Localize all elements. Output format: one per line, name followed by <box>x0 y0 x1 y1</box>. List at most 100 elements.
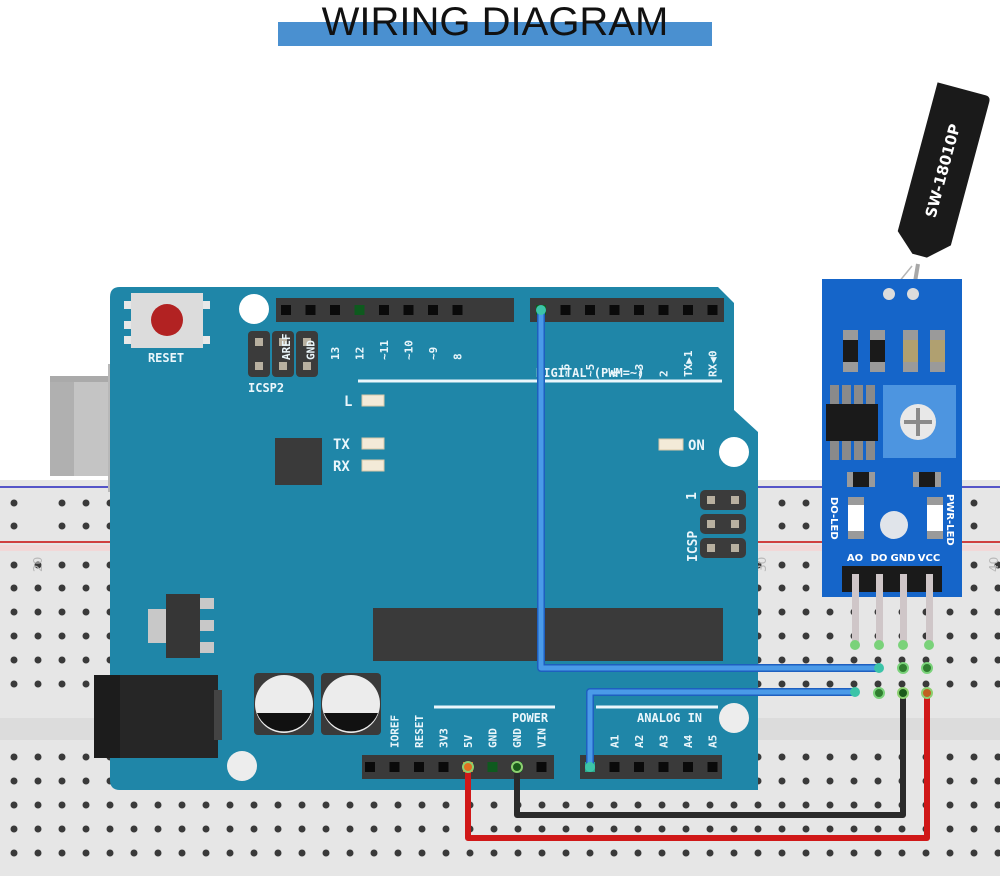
header-label: ~11 <box>378 340 391 360</box>
breadboard-hole <box>802 522 810 530</box>
breadboard-hole <box>10 777 18 785</box>
breadboard-hole <box>514 849 522 857</box>
icsp-pin <box>707 544 715 552</box>
header-pin[interactable] <box>634 762 644 772</box>
header-pin[interactable] <box>389 762 400 772</box>
breadboard-hole <box>802 608 810 616</box>
breadboard-hole <box>82 632 90 640</box>
header-pin[interactable] <box>560 305 571 315</box>
wire-endpoint <box>536 305 546 315</box>
icsp2-pin <box>255 338 263 346</box>
header-pin[interactable] <box>707 762 718 772</box>
breadboard-hole <box>34 825 42 833</box>
breadboard-hole <box>970 522 978 530</box>
wire-d7-to-do[interactable] <box>538 310 879 671</box>
breadboard-hole <box>874 777 882 785</box>
header-label: RESET <box>413 715 426 748</box>
breadboard-hole <box>130 801 138 809</box>
breadboard-hole <box>10 656 18 664</box>
breadboard-hole <box>922 656 930 664</box>
breadboard-hole <box>826 777 834 785</box>
breadboard-hole <box>802 499 810 507</box>
sensor-pin[interactable] <box>852 574 859 644</box>
header-pin[interactable] <box>281 305 291 315</box>
sensor-pins <box>850 574 934 699</box>
header-pin[interactable] <box>414 762 424 772</box>
breadboard-hole <box>10 632 18 640</box>
sensor-pin[interactable] <box>926 574 933 644</box>
usb-chip <box>275 438 322 485</box>
header-pin[interactable] <box>658 762 669 772</box>
icsp2-col <box>248 331 270 377</box>
header-pin[interactable] <box>609 305 620 315</box>
header-pin[interactable] <box>379 305 389 315</box>
wire-5v[interactable] <box>465 693 930 841</box>
breadboard-hole <box>442 825 450 833</box>
wire-gnd[interactable] <box>514 693 906 818</box>
breadboard-hole <box>226 801 234 809</box>
header-pin[interactable] <box>354 305 365 315</box>
header-pin[interactable] <box>707 305 718 315</box>
header-pin[interactable] <box>452 305 463 315</box>
sensor-pin[interactable] <box>900 574 907 644</box>
header-pin[interactable] <box>365 762 375 772</box>
mounting-hole <box>239 294 269 324</box>
potentiometer[interactable] <box>883 385 956 458</box>
tilt-sensor-module: SW-18010P DO-LED PW <box>822 82 990 699</box>
breadboard-hole <box>10 584 18 592</box>
header-pin[interactable] <box>487 762 498 772</box>
reset-button[interactable] <box>124 293 210 348</box>
breadboard-hole <box>34 801 42 809</box>
breadboard-hole <box>802 801 810 809</box>
header-pin[interactable] <box>683 305 693 315</box>
breadboard-hole <box>82 499 90 507</box>
header-pin[interactable] <box>658 305 669 315</box>
smd-resistor <box>843 330 858 372</box>
breadboard-hole <box>778 801 786 809</box>
breadboard-hole <box>130 825 138 833</box>
title-banner: WIRING DIAGRAM <box>278 0 712 46</box>
breadboard-hole <box>778 584 786 592</box>
icsp-row <box>700 490 746 510</box>
header-label: ~6 <box>560 363 573 377</box>
breadboard-hole <box>946 849 954 857</box>
header-label: RX◀0 <box>707 351 720 378</box>
header-pin[interactable] <box>634 305 644 315</box>
breadboard-hole <box>898 656 906 664</box>
breadboard-hole <box>82 753 90 761</box>
breadboard-hole <box>394 801 402 809</box>
breadboard-hole <box>778 608 786 616</box>
icsp2-pin <box>279 362 287 370</box>
breadboard-hole <box>106 825 114 833</box>
header-pin[interactable] <box>305 305 316 315</box>
wire-a0-to-ao[interactable] <box>587 689 855 767</box>
header-pin[interactable] <box>428 305 438 315</box>
header-pin[interactable] <box>585 305 595 315</box>
header-pin[interactable] <box>536 762 547 772</box>
breadboard-hole <box>82 825 90 833</box>
header-label: A3 <box>658 735 671 748</box>
header-pin[interactable] <box>609 762 620 772</box>
breadboard-hole <box>874 801 882 809</box>
digital-header-left-pins <box>281 305 463 315</box>
wire-endpoint <box>921 687 933 699</box>
breadboard-hole <box>970 801 978 809</box>
breadboard-hole <box>850 753 858 761</box>
sensor-pin[interactable] <box>876 574 883 644</box>
jack-front <box>94 675 120 758</box>
breadboard-hole <box>10 849 18 857</box>
icsp-pin <box>731 496 739 504</box>
breadboard-hole <box>82 777 90 785</box>
breadboard-hole <box>58 499 66 507</box>
breadboard-hole <box>562 849 570 857</box>
header-pin[interactable] <box>403 305 414 315</box>
header-pin[interactable] <box>683 762 693 772</box>
header-label: A2 <box>633 735 646 748</box>
reset-cap[interactable] <box>151 304 183 336</box>
breadboard-hole <box>706 825 714 833</box>
header-pin[interactable] <box>438 762 449 772</box>
header-pin[interactable] <box>330 305 340 315</box>
atmega-chip <box>373 608 723 661</box>
